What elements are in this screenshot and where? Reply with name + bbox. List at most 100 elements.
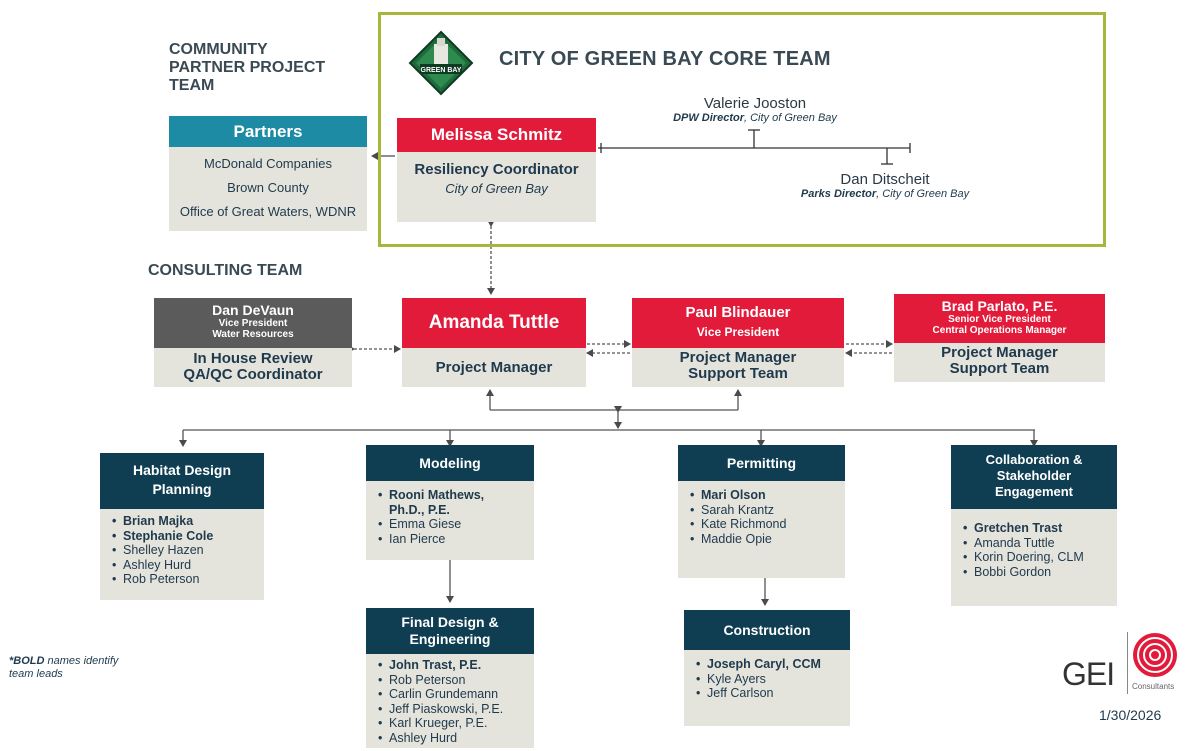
community-title-line1: COMMUNITY [169,41,268,58]
footnote-line2: team leads [9,668,63,680]
ditscheit-name: Dan Ditscheit [840,171,930,188]
collab-body: Gretchen TrastAmanda TuttleKorin Doering… [951,509,1117,606]
core-team-title: CITY OF GREEN BAY CORE TEAM [499,48,831,70]
parlato-title-2: Central Operations Manager [932,325,1067,336]
ditscheit-title: Parks Director, City of Green Bay [780,188,990,200]
habitat-members: Brian MajkaStephanie ColeShelley HazenAs… [100,514,264,587]
devaun-header: Dan DeVaun Vice President Water Resource… [154,298,352,348]
devaun-body: In House Review QA/QC Coordinator [154,348,352,387]
gei-logo: GEI Consultants [1060,630,1185,700]
team-member: Jeff Piaskowski, P.E. [378,702,534,717]
team-member: Brian Majka [112,514,264,529]
footnote-bold: *BOLD [9,655,45,667]
final-title-2: Engineering [409,631,491,647]
team-member: Ashley Hurd [112,558,264,573]
final-body: John Trast, P.E.Rob PetersonCarlin Grund… [366,654,534,748]
melissa-role: Resiliency Coordinator [414,161,579,178]
footnote-rest: names identify [44,655,119,667]
svg-text:GREEN BAY: GREEN BAY [421,67,462,74]
team-member: Bobbi Gordon [963,565,1117,580]
blindauer-role-2: Support Team [688,365,788,382]
community-title-line3: TEAM [169,77,215,94]
devaun-box: Dan DeVaun Vice President Water Resource… [154,298,352,387]
final-title-1: Final Design & [401,614,499,630]
devaun-name: Dan DeVaun [212,302,294,318]
partner-item: Office of Great Waters, WDNR [179,204,357,219]
valerie-name: Valerie Jooston [703,95,807,112]
parlato-role-1: Project Manager [941,344,1058,361]
permitting-members: Mari OlsonSarah KrantzKate RichmondMaddi… [678,488,845,546]
construction-members: Joseph Caryl, CCMKyle AyersJeff Carlson [684,657,850,701]
habitat-title-2: Planning [152,481,212,497]
city-seal-icon: GREEN BAY [408,30,474,96]
blindauer-body: Project Manager Support Team [632,348,844,387]
team-member: Karl Krueger, P.E. [378,716,534,731]
parlato-header: Brad Parlato, P.E. Senior Vice President… [894,294,1105,343]
collab-title-2: Stakeholder [996,468,1072,483]
core-team-frame [378,12,1106,247]
team-member: Carlin Grundemann [378,687,534,702]
permitting-header: Permitting [678,445,845,481]
tuttle-box: Amanda Tuttle Project Manager [402,298,586,387]
team-member: Joseph Caryl, CCM [696,657,850,672]
modeling-body: Rooni Mathews,Ph.D., P.E.Emma GieseIan P… [366,481,534,560]
collab-title-3: Engagement [994,484,1073,499]
parlato-role-2: Support Team [949,360,1050,377]
blindauer-header: Paul Blindauer Vice President [632,298,844,348]
tuttle-role: Project Manager [402,348,586,387]
team-member: Ian Pierce [378,532,534,547]
devaun-title-1: Vice President [218,318,288,329]
gei-divider [1127,632,1128,694]
habitat-body: Brian MajkaStephanie ColeShelley HazenAs… [100,509,264,600]
melissa-body: Resiliency Coordinator City of Green Bay [397,152,596,222]
collab-team-box: Collaboration & Stakeholder Engagement G… [951,445,1117,606]
parlato-body: Project Manager Support Team [894,343,1105,382]
ditscheit-block: Dan Ditscheit Parks Director, City of Gr… [780,171,990,200]
gei-swirl-icon [1133,633,1177,677]
team-member: Ashley Hurd [378,731,534,746]
team-member: Kyle Ayers [696,672,850,687]
team-member: Sarah Krantz [690,503,845,518]
partners-header: Partners [169,116,367,147]
partner-item: McDonald Companies [204,156,332,171]
final-header: Final Design & Engineering [366,608,534,654]
blindauer-name: Paul Blindauer [685,304,791,321]
blindauer-role-1: Project Manager [679,349,797,366]
blindauer-title: Vice President [696,325,780,339]
collab-header: Collaboration & Stakeholder Engagement [951,445,1117,509]
team-member: Emma Giese [378,517,534,532]
team-member: Gretchen Trast [963,521,1117,536]
valerie-title-bold: DPW Director [673,112,744,124]
construction-team-box: Construction Joseph Caryl, CCMKyle Ayers… [684,610,850,726]
habitat-team-box: Habitat Design Planning Brian MajkaSteph… [100,453,264,600]
modeling-team-box: Modeling Rooni Mathews,Ph.D., P.E.Emma G… [366,445,534,560]
team-member: Ph.D., P.E. [389,502,450,517]
permitting-body: Mari OlsonSarah KrantzKate RichmondMaddi… [678,481,845,578]
footnote-line1: *BOLD names identify [9,655,118,668]
final-members: John Trast, P.E.Rob PetersonCarlin Grund… [366,658,534,745]
city-logo: GREEN BAY [408,30,474,101]
final-design-team-box: Final Design & Engineering John Trast, P… [366,608,534,748]
partners-list: McDonald Companies Brown County Office o… [169,147,367,231]
valerie-title: DPW Director, City of Green Bay [660,112,850,124]
team-member: Korin Doering, CLM [963,550,1117,565]
community-title-line2: PARTNER PROJECT [169,59,326,76]
partners-box: Partners McDonald Companies Brown County… [169,116,367,231]
team-member: Mari Olson [690,488,845,503]
construction-header: Construction [684,610,850,650]
date-stamp: 1/30/2026 [1099,707,1162,723]
devaun-role-1: In House Review [193,350,313,367]
community-partner-title: COMMUNITY PARTNER PROJECT TEAM [169,41,325,95]
team-member: Jeff Carlson [696,686,850,701]
melissa-org: City of Green Bay [445,181,548,196]
footnote: *BOLD names identify team leads [9,655,118,681]
habitat-header: Habitat Design Planning [100,453,264,509]
team-member: Maddie Opie [690,532,845,547]
collab-members: Gretchen TrastAmanda TuttleKorin Doering… [951,521,1117,579]
parlato-box: Brad Parlato, P.E. Senior Vice President… [894,294,1105,382]
tuttle-name: Amanda Tuttle [402,298,586,348]
devaun-title-2: Water Resources [212,329,294,340]
parlato-name: Brad Parlato, P.E. [941,298,1058,314]
partner-item: Brown County [227,180,309,195]
melissa-box: Melissa Schmitz Resiliency Coordinator C… [397,118,596,222]
